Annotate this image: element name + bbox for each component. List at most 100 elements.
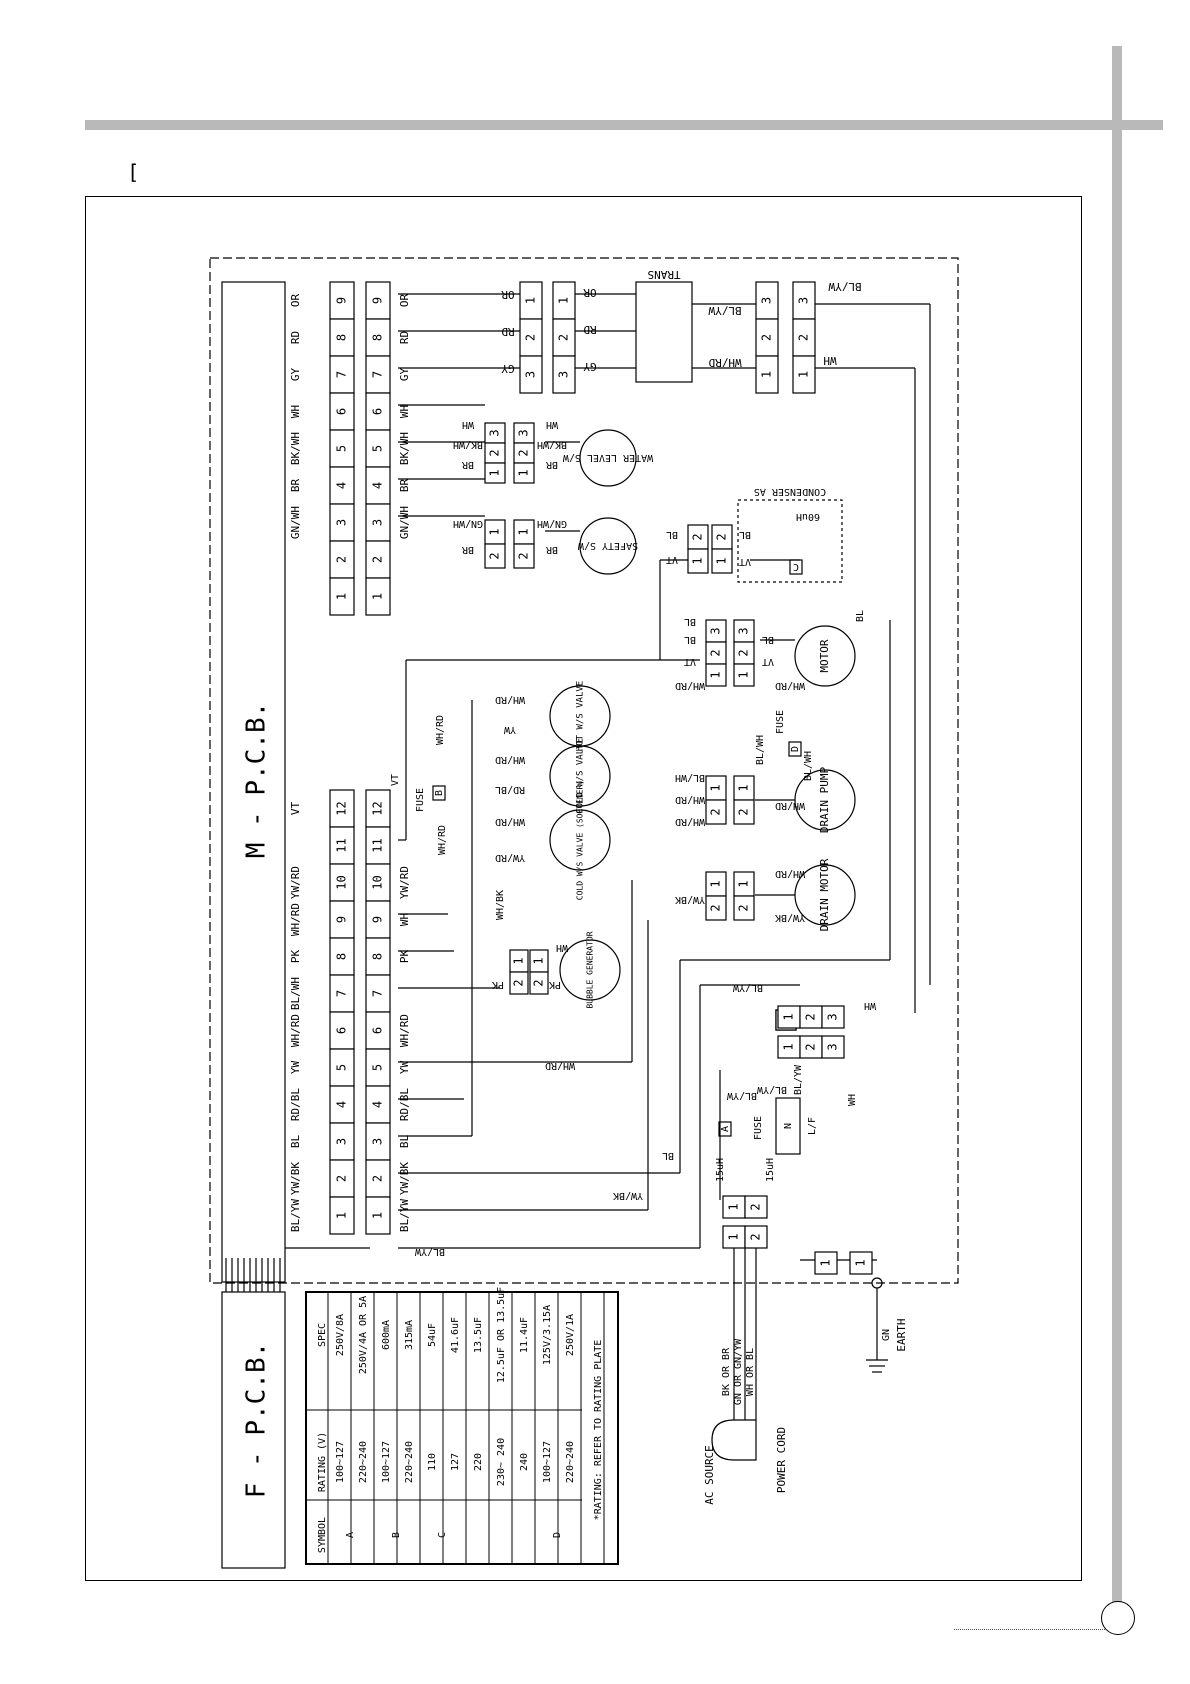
trans-wire-gy: GY (501, 362, 515, 375)
wl-pin-a-1-label: 1 (488, 469, 502, 476)
side-rule (1112, 46, 1122, 1606)
filter-label: L/F (807, 1117, 818, 1135)
dm-pin-a-0-label: 1 (709, 880, 723, 887)
wl-pin-b-3-label: 3 (517, 429, 531, 436)
mpcb-upper-pin-0-5-label: 5 (335, 445, 349, 452)
mpcb-lower-wire-12: VT (289, 802, 302, 816)
mpcb-upper-wire-7: GY (289, 368, 302, 382)
spec-value-6: 13.5uF (473, 1317, 484, 1353)
valve-wire-3: RD/BL (495, 784, 525, 795)
mpcb-upper-pin-1-1 (365, 577, 391, 616)
mpcb-upper-pin-1-5-label: 5 (371, 445, 385, 452)
spec-value-2: 600mA (381, 1320, 392, 1350)
mpcb-board (221, 281, 286, 1283)
mpcb-lower-pin-0-10-label: 10 (335, 875, 349, 889)
dp-wire-4: WH/RD (775, 800, 805, 811)
dp-wire-0: BL/WH (675, 772, 705, 783)
dp-wire-3: BL/WH (803, 751, 814, 781)
trans-out2-pin-3-label: 3 (797, 297, 811, 304)
plug-body (711, 1419, 757, 1461)
mpcb-lower-wire-4: RD/BL (289, 1088, 302, 1121)
cold-softener-label: COLD W/S VALVE (SOFTENER) (576, 780, 585, 900)
wl-pin-a-2-label: 2 (488, 449, 502, 456)
wl-pin-b-1-label: 1 (517, 469, 531, 476)
drain-motor-label: DRAIN MOTOR (818, 858, 831, 931)
mpcb-upper-pin-0-2 (329, 540, 355, 579)
fuse-a-symbol: A (720, 1126, 731, 1132)
mpcb-lower-pin-1-10-label: 10 (371, 875, 385, 889)
trans-in2-pin-1-label: 1 (557, 297, 571, 304)
mpcb-upper-pin-1-4 (365, 466, 391, 505)
drain-pump-fuse: FUSE (775, 710, 786, 734)
cold-valve-label: COLD W/S VALVE (576, 738, 586, 814)
cold-softener-valve-circle (549, 809, 611, 871)
mpcb-upper-pin-0-7-label: 7 (335, 371, 349, 378)
valve-wire-0: WH/RD (495, 694, 525, 705)
cond-pin-b-1-label: 1 (715, 557, 729, 564)
fuse-b-symbol: B (434, 790, 445, 796)
ac-source-label: AC SOURCE (703, 1445, 716, 1505)
spec-value-5: 41.6uF (450, 1317, 461, 1353)
mpcb-lower-pin-1-4-label: 4 (371, 1101, 385, 1108)
spec-value-0: 250V/8A (335, 1314, 346, 1356)
dp-pin-a-0-label: 1 (709, 784, 723, 791)
dm-pin-b-0-label: 1 (737, 880, 751, 887)
bubble-label: BUBBLE GENERATOR (586, 931, 595, 1008)
dp-wire-2: BL/WH (755, 735, 766, 765)
mpcb-lower-pin-0-6 (329, 1011, 355, 1050)
motor-pin-a-1 (705, 663, 727, 687)
safety-wire-b-1: BR (545, 544, 558, 555)
mpcb-upper-wire-b-3: GN/WH (398, 506, 411, 539)
mpcb-upper-pin-1-8 (365, 318, 391, 357)
strip-bot-3 (821, 1035, 845, 1059)
mpcb-upper-wire-b-6: WH (398, 405, 411, 418)
page-number-circle (1101, 1601, 1135, 1635)
motor-wire-whrd: WH/RD (675, 680, 705, 691)
mpcb-lower-pin-0-3-label: 3 (335, 1138, 349, 1145)
wl-wire-2: BR (461, 459, 474, 470)
drain-pump-label: DRAIN PUMP (818, 767, 831, 834)
trans-wire-or: OR (501, 288, 515, 301)
plug-pin-a-2-label: 2 (749, 1203, 763, 1210)
mpcb-upper-wire-b-7: GY (398, 368, 411, 382)
wl-pin-a-1 (484, 462, 506, 484)
spec-rating-5: 127 (450, 1453, 461, 1471)
motor-circle (794, 625, 856, 687)
plug-pin-a-2 (744, 1195, 768, 1219)
spec-header-spec: SPEC (317, 1323, 328, 1347)
mpcb-lower-wire-9: WH/RD (289, 903, 302, 936)
trans-wire-wh: WH (823, 354, 836, 367)
mpcb-lower-pin-1-10 (365, 863, 391, 902)
dp-pin-b-0-label: 1 (737, 784, 751, 791)
line-filter-box (775, 1097, 801, 1155)
cond-pin-a-1 (687, 548, 709, 574)
motor-pin-b-1-label: 1 (737, 671, 751, 678)
spec-rating-2: 100~127 (381, 1441, 392, 1483)
mpcb-upper-wire-b-9: OR (398, 294, 411, 308)
spec-value-4: 54uF (427, 1323, 438, 1347)
trans-out-pin-3-label: 3 (760, 297, 774, 304)
mpcb-lower-wire-b-9: WH (398, 913, 411, 926)
bubble-wire-wh: WH (556, 942, 568, 953)
mpcb-upper-pin-1-3-label: 3 (371, 519, 385, 526)
trans-out2-pin-1 (792, 355, 816, 394)
strip-top-3-label: 3 (826, 1013, 840, 1020)
fuse-a-label: FUSE (753, 1116, 764, 1140)
fuse-a-box (718, 1121, 732, 1137)
mpcb-upper-pin-0-1-label: 1 (335, 593, 349, 600)
mpcb-lower-wire-b-4: RD/BL (398, 1088, 411, 1121)
safety-wire-0: GN/WH (453, 518, 483, 529)
mpcb-lower-pin-0-7 (329, 974, 355, 1013)
cond-pin-b-0-label: 2 (715, 533, 729, 540)
motor-pin-a-2-label: 2 (709, 649, 723, 656)
mpcb-lower-wire-5: YW (289, 1061, 302, 1075)
strip-top-3 (821, 1005, 845, 1029)
motor-pin-b-2-label: 2 (737, 649, 751, 656)
mpcb-upper-pin-0-6-label: 6 (335, 408, 349, 415)
trans-in-pin-3-label: 3 (524, 371, 538, 378)
mpcb-lower-pin-0-5-label: 5 (335, 1064, 349, 1071)
spec-rating-10: 220~240 (565, 1441, 576, 1483)
mpcb-upper-pin-1-7-label: 7 (371, 371, 385, 378)
mpcb-upper-pin-1-4-label: 4 (371, 482, 385, 489)
mpcb-lower-pin-1-1-label: 1 (371, 1212, 385, 1219)
